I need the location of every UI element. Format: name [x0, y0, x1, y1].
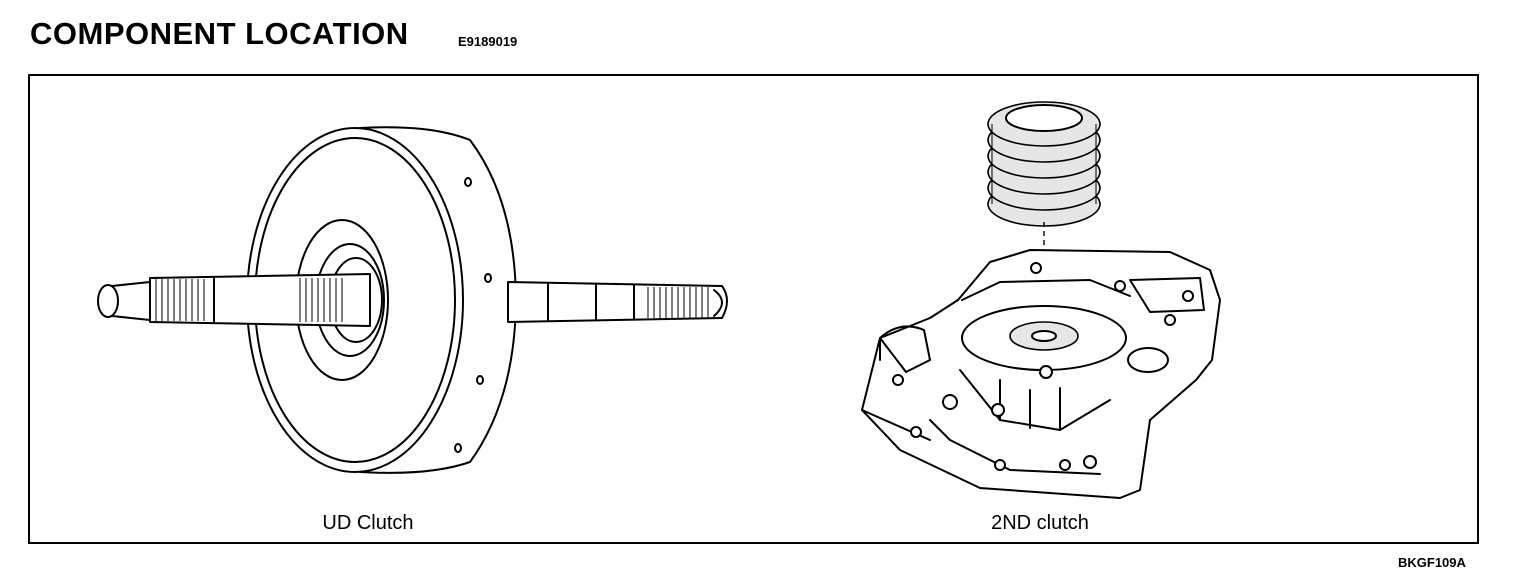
- section-code: E9189019: [458, 34, 518, 49]
- second-clutch-caption: 2ND clutch: [991, 512, 1089, 534]
- page-title: COMPONENT LOCATION: [30, 16, 409, 51]
- ud-clutch-caption: UD Clutch: [322, 512, 414, 534]
- illustration-frame: [28, 74, 1479, 544]
- figure-reference-code: BKGF109A: [1398, 555, 1466, 570]
